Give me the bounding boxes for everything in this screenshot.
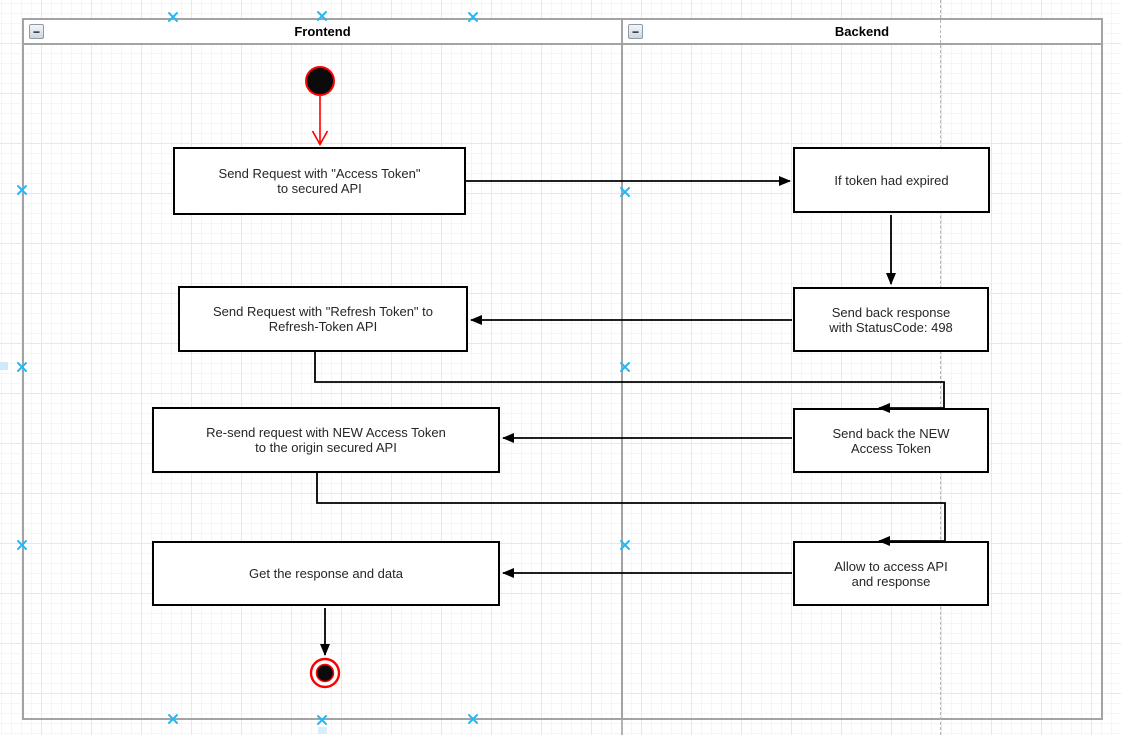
node-token-expired[interactable]: If token had expired (793, 147, 990, 213)
node-label: Allow to access API and response (834, 558, 948, 589)
lane-divider-extension (621, 720, 623, 735)
node-label: Send back response with StatusCode: 498 (829, 304, 953, 335)
swimlane-frontend-title: Frontend (294, 24, 351, 39)
selection-handle (318, 727, 327, 734)
node-resend-request[interactable]: Re-send request with NEW Access Token to… (152, 407, 500, 473)
node-allow-access[interactable]: Allow to access API and response (793, 541, 989, 606)
swimlane-backend[interactable]: − Backend (623, 18, 1103, 720)
node-label: Send Request with "Access Token" to secu… (218, 166, 421, 196)
node-label: Send Request with "Refresh Token" to Ref… (212, 304, 433, 334)
collapse-minus-icon[interactable]: − (29, 24, 44, 39)
node-get-response[interactable]: Get the response and data (152, 541, 500, 606)
selection-handle (0, 362, 8, 370)
page-guide-dashed-line (940, 0, 941, 735)
swimlane-backend-header[interactable]: − Backend (623, 20, 1101, 45)
node-label: If token had expired (834, 172, 949, 188)
swimlane-frontend-header[interactable]: − Frontend (24, 20, 621, 45)
node-statuscode-498[interactable]: Send back response with StatusCode: 498 (793, 287, 989, 352)
swimlane-backend-title: Backend (834, 24, 890, 39)
node-label: Send back the NEW Access Token (832, 425, 950, 456)
node-send-access-token[interactable]: Send Request with "Access Token" to secu… (173, 147, 466, 215)
node-new-access-token[interactable]: Send back the NEW Access Token (793, 408, 989, 473)
node-send-refresh-token[interactable]: Send Request with "Refresh Token" to Ref… (178, 286, 468, 352)
node-label: Get the response and data (249, 566, 403, 581)
node-label: Re-send request with NEW Access Token to… (206, 425, 446, 455)
swimlane-frontend[interactable]: − Frontend (22, 18, 623, 720)
collapse-minus-icon[interactable]: − (628, 24, 643, 39)
